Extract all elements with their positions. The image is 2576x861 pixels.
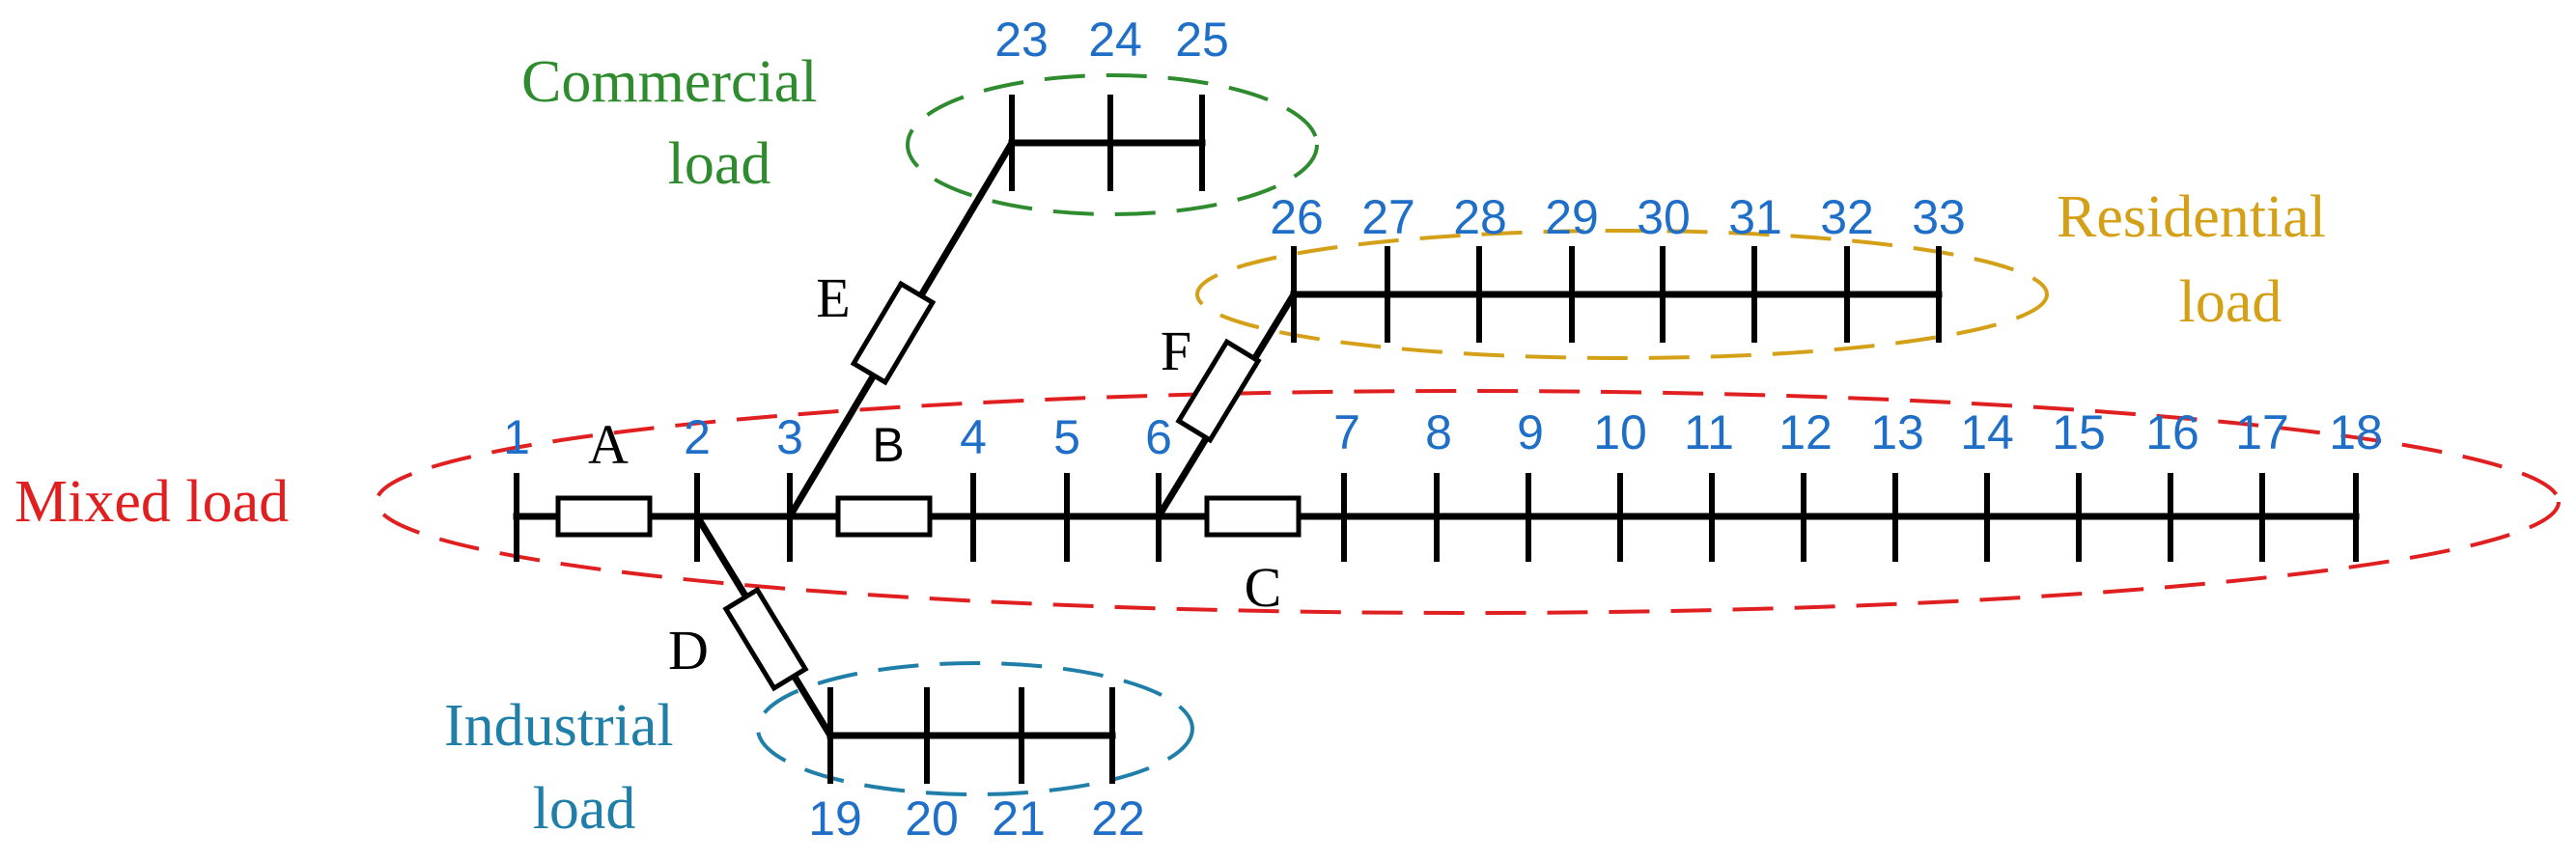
section-label-f: F [1161,319,1191,382]
bus-number-26: 26 [1270,190,1324,244]
commercial-bus-ticks [1009,95,1205,191]
bus-number-25: 25 [1175,13,1229,67]
bus-number-20: 20 [905,792,959,846]
bus-number-33: 33 [1912,190,1966,244]
section-label-c: C [1245,556,1282,619]
switch-d [722,586,809,692]
bus-number-12: 12 [1778,405,1833,459]
bus-number-29: 29 [1545,190,1599,244]
bus-number-6: 6 [1145,410,1172,464]
bus-number-24: 24 [1088,13,1142,67]
bus-number-4: 4 [960,410,987,464]
bus-number-27: 27 [1361,190,1415,244]
switch-c [1204,495,1302,538]
commercial-load-label-line1: Commercial [521,49,817,115]
industrial-load-label-line1: Industrial [444,693,674,759]
section-label-d: D [668,619,709,681]
switch-a [555,495,653,538]
residential-load-label-line1: Residential [2057,184,2326,250]
bus-number-18: 18 [2329,405,2383,459]
section-label-b: B [872,418,904,472]
switch-f [1175,338,1262,444]
mixed-load-label: Mixed load [14,469,289,535]
bus-number-15: 15 [2052,405,2106,459]
industrial-load-ellipse [756,661,1194,796]
bus-number-14: 14 [1960,405,2014,459]
mixed-load-ellipse [375,389,2561,615]
industrial-bus-ticks [827,687,1115,784]
residential-load-ellipse [1195,229,2049,360]
bus-number-3: 3 [776,410,803,464]
bus-number-10: 10 [1593,405,1647,459]
industrial-load-label-line2: load [533,776,636,842]
bus-number-7: 7 [1333,405,1360,459]
bus-number-9: 9 [1517,405,1544,459]
bus-number-32: 32 [1820,190,1874,244]
bus-number-17: 17 [2235,405,2289,459]
bus-number-23: 23 [994,13,1049,67]
bus-number-11: 11 [1684,405,1734,459]
section-label-a: A [588,413,629,476]
section-label-e: E [816,266,850,329]
bus-number-22: 22 [1091,792,1145,846]
bus-number-28: 28 [1453,190,1507,244]
commercial-load-ellipse [906,73,1319,216]
bus-number-2: 2 [684,410,711,464]
residential-load-label-line2: load [2179,269,2282,335]
bus-number-8: 8 [1425,405,1452,459]
commercial-load-label-line2: load [668,131,771,197]
bus-number-21: 21 [992,792,1046,846]
bus-number-5: 5 [1053,410,1080,464]
bus-number-13: 13 [1870,405,1924,459]
bus-number-16: 16 [2145,405,2199,459]
bus-numbers: 1 2 3 4 5 6 7 8 9 10 11 12 13 14 15 16 1… [503,13,2383,846]
residential-bus-ticks [1291,246,1942,343]
main-bus-ticks [514,473,2359,562]
bus-number-31: 31 [1728,190,1782,244]
bus-number-19: 19 [808,792,862,846]
bus-number-1: 1 [503,410,530,464]
bus-number-30: 30 [1637,190,1691,244]
switch-e [850,280,937,386]
switch-b [835,495,933,538]
